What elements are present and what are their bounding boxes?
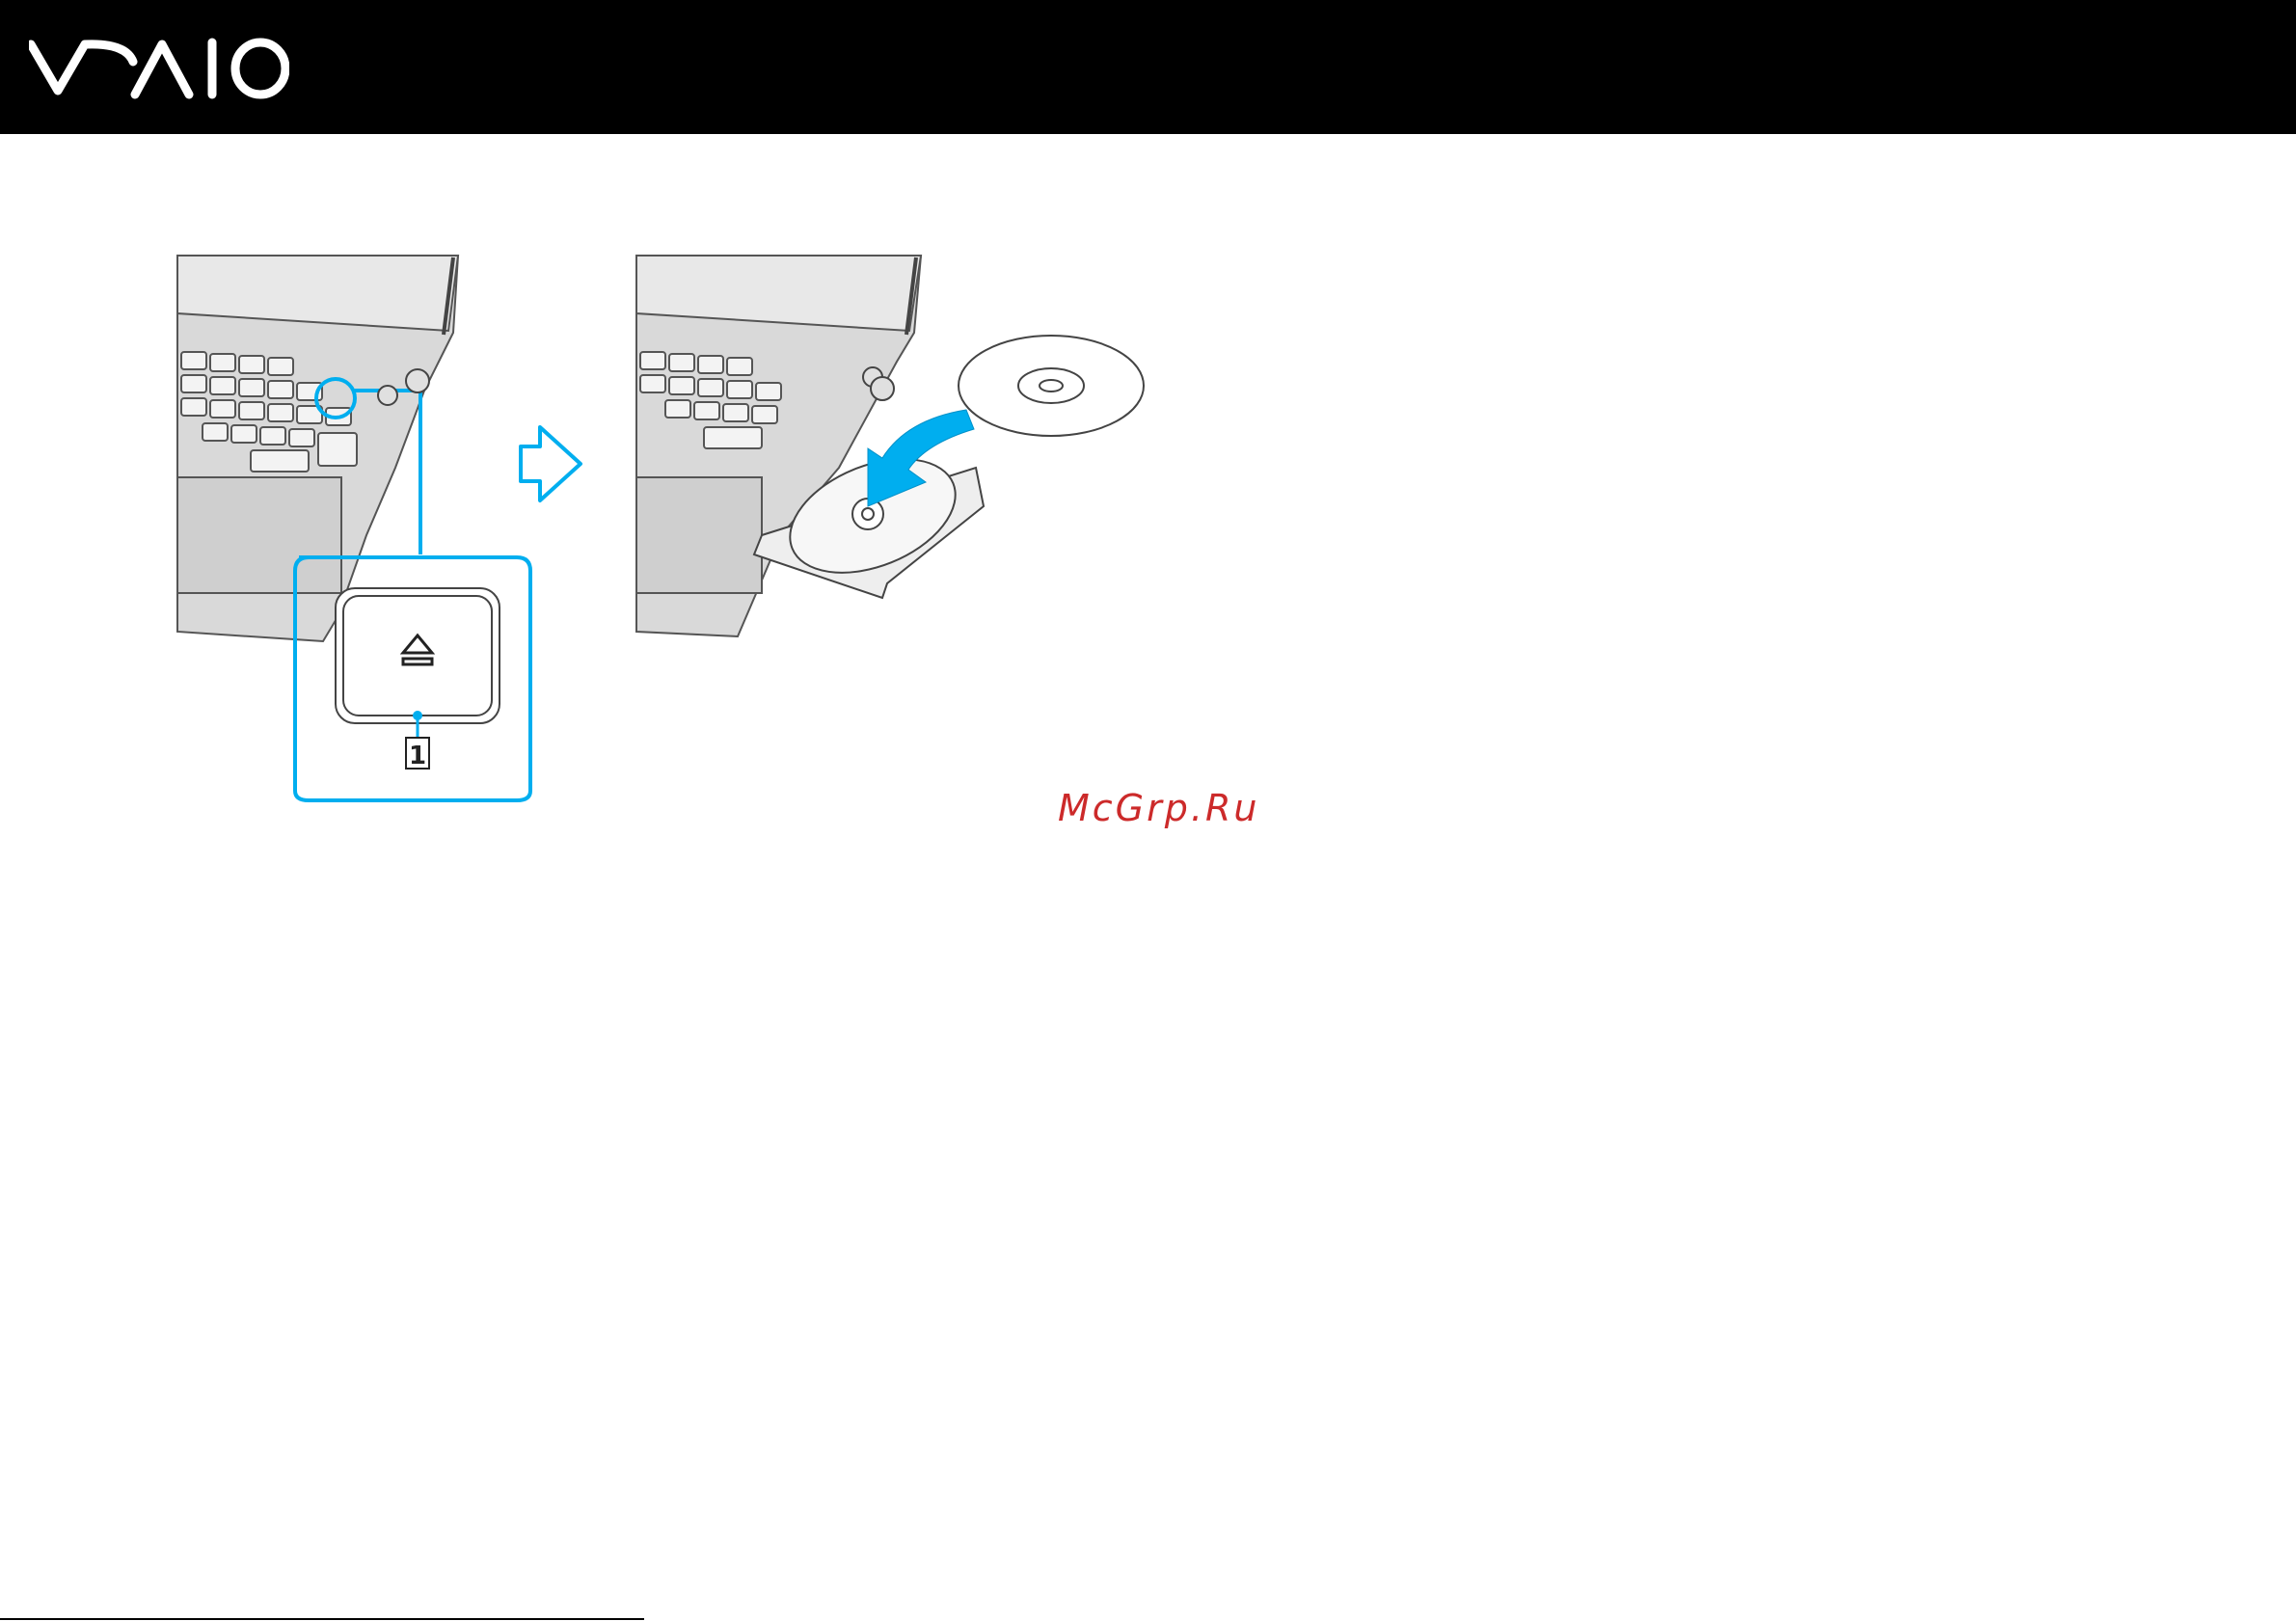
watermark: McGrp.Ru xyxy=(1058,787,1259,829)
eject-button-zoom: 1 xyxy=(336,588,500,770)
footer-rule xyxy=(0,1618,644,1620)
vaio-logo-icon xyxy=(29,37,289,100)
disc-insertion-illustration: 1 xyxy=(164,246,1157,824)
callout-number: 1 xyxy=(409,742,426,770)
optical-disc-icon xyxy=(959,336,1144,436)
right-arrow-outline-icon xyxy=(521,427,581,500)
header-bar xyxy=(0,0,2296,134)
